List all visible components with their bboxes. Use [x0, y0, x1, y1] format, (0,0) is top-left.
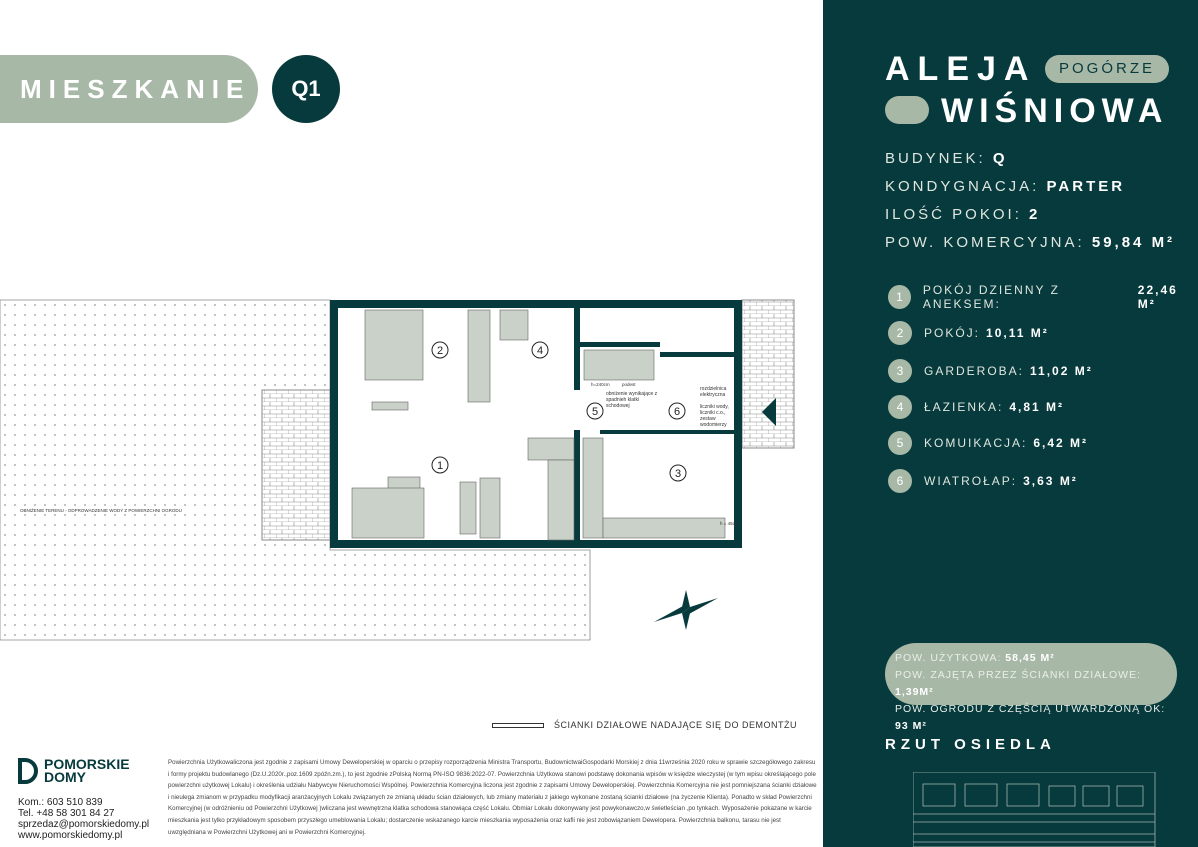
meters-note: liczniki wody, liczniki c.o., zestaw wod…: [700, 404, 729, 428]
svg-text:4: 4: [537, 345, 543, 357]
contact-info: Kom.: 603 510 839 Tel. +48 58 301 84 27 …: [18, 797, 150, 841]
site-plan: [913, 772, 1156, 847]
floor-plan: 1 2 3 4 5 6 OBNIŻENIE TERENU - ODPROWADZ…: [0, 299, 795, 641]
website-link[interactable]: www.pomorskiedomy.pl: [18, 830, 123, 841]
svg-text:6: 6: [674, 406, 680, 418]
compass-icon: [654, 590, 718, 630]
room-marker-2: 2: [431, 341, 449, 359]
walls: [330, 300, 742, 548]
room-marker-6: 6: [668, 402, 686, 420]
terrace: [261, 389, 331, 541]
info-panel: ALEJA POGÓRZE WIŚNIOWA BUDYNEK: Q KONDYG…: [823, 0, 1198, 847]
garden-note: OBNIŻENIE TERENU - ODPROWADZENIE WODY Z …: [20, 507, 182, 513]
detail-building: BUDYNEK: Q: [885, 150, 1008, 167]
brand-pill-decor: [885, 96, 929, 124]
site-plan-title: RZUT OSIEDLA: [885, 736, 1056, 753]
brand-tag: POGÓRZE: [1045, 55, 1169, 83]
furniture: [351, 309, 726, 541]
partition-wall-swatch: [492, 722, 544, 728]
room-marker-4: 4: [531, 341, 549, 359]
detail-commercial-area: POW. KOMERCYJNA: 59,84 M²: [885, 234, 1176, 251]
email-link[interactable]: sprzedaz@pomorskiedomy.pl: [18, 819, 150, 830]
room-marker-1: 1: [431, 456, 449, 474]
svg-text:3: 3: [675, 468, 681, 480]
brand-line1: ALEJA: [885, 50, 1037, 88]
unit-badge: Q1: [272, 55, 340, 123]
detail-rooms: ILOŚĆ POKOI: 2: [885, 206, 1041, 223]
h240-note: h=240cm: [591, 382, 610, 387]
logo-mark-icon: [18, 758, 38, 784]
legal-notice: Powierzchnia Użytkowaliczona jest zgodni…: [168, 759, 817, 836]
area-summary: POW. UŻYTKOWA: 58,45 M² POW. ZAJĘTA PRZE…: [885, 643, 1177, 732]
electric-note: rozdzielnica elektryczna: [700, 386, 727, 398]
detail-floor: KONDYGNACJA: PARTER: [885, 178, 1126, 195]
room-marker-3: 3: [669, 464, 687, 482]
svg-text:1: 1: [437, 460, 443, 472]
svg-text:5: 5: [592, 406, 598, 418]
legend: ŚCIANKI DZIAŁOWE NADAJĄCE SIĘ DO DEMONTŻ…: [492, 720, 797, 730]
entrance-arrow-icon: [762, 398, 776, 426]
podest-note: podest: [622, 382, 636, 387]
svg-text:2: 2: [437, 345, 443, 357]
h45-note: h = 45cm: [720, 521, 739, 526]
stair-note: obniżenie wynikające z spadnieh klatki s…: [606, 391, 658, 409]
room-marker-5: 5: [586, 402, 604, 420]
entrance-porch: [741, 299, 795, 449]
apartment-label: MIESZKANIE: [0, 55, 258, 123]
brand-line2: WIŚNIOWA: [941, 92, 1169, 130]
